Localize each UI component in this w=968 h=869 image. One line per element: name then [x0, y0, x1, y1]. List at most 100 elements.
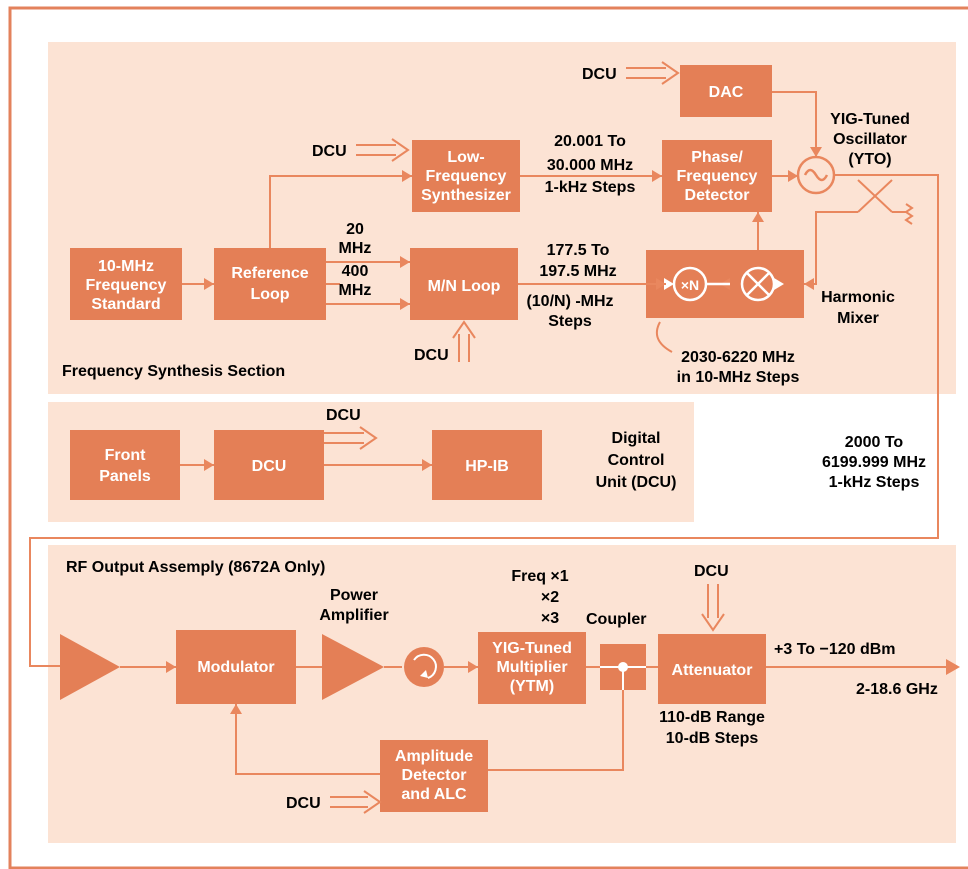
- dcu-arrow-dac: [626, 61, 680, 85]
- dcu-block-label: DCU: [252, 458, 287, 475]
- mn-out-line1: 177.5 To: [547, 242, 610, 259]
- lf-out-line3: 1-kHz Steps: [545, 179, 636, 196]
- yto-line3: (YTO): [848, 151, 891, 168]
- dcu-block: [214, 430, 324, 500]
- attenuator-label: Attenuator: [672, 662, 753, 679]
- ref-400-line1: 400: [342, 263, 369, 280]
- atten-range-line1: 110-dB Range: [659, 709, 765, 726]
- freq-standard-line2: Frequency: [86, 277, 167, 294]
- dac-label: DAC: [709, 84, 744, 101]
- dcu-label-lf: DCU: [312, 143, 347, 160]
- phase-det-line1: Phase/: [691, 149, 743, 166]
- ytm-line3: (YTM): [510, 678, 554, 695]
- power-amp-line1b: Amplifier: [319, 607, 388, 624]
- modulator-label: Modulator: [197, 659, 274, 676]
- freq-mult-line3: ×3: [541, 610, 559, 627]
- svg-text:Freq ×1×2×3: Freq ×1 ×2 ×3: [511, 568, 568, 627]
- ref-20-line1: 20: [346, 221, 364, 238]
- dcu-unit-line1: Digital: [612, 430, 661, 447]
- atten-range-line2: 10-dB Steps: [666, 730, 759, 747]
- phase-det-line3: Detector: [685, 187, 750, 204]
- lf-synthesizer-block: [412, 140, 520, 212]
- mn-steps-line2: Steps: [548, 313, 592, 330]
- dcu-unit-line2: Control: [608, 452, 665, 469]
- amplifier-icon: [60, 634, 120, 700]
- freq-mult-line1: Freq ×1: [511, 568, 568, 585]
- mn-steps-line1: (10/N) -MHz: [526, 293, 613, 310]
- ytm-block: [478, 632, 586, 704]
- dcu-arrow-out: [324, 426, 378, 450]
- mn-out-line2: 197.5 MHz: [539, 263, 616, 280]
- dcu-unit-line3: Unit (DCU): [596, 474, 677, 491]
- harmonic-mixer-line1: Harmonic: [821, 289, 895, 306]
- power-amp-line1: Power: [330, 587, 378, 604]
- dcu-label-alc: DCU: [286, 795, 321, 812]
- yto-out-line3: 1-kHz Steps: [829, 474, 920, 491]
- lf-synth-line3: Synthesizer: [421, 187, 511, 204]
- amp-det-line3: and ALC: [401, 786, 467, 803]
- yto-line2: Oscillator: [833, 131, 907, 148]
- dcu-label-out: DCU: [326, 407, 361, 424]
- freq-standard-block: [70, 248, 182, 320]
- dcu-arrow-alc: [330, 790, 382, 814]
- hpib-label: HP-IB: [465, 458, 509, 475]
- dcu-label-mn: DCU: [414, 347, 449, 364]
- freq-mult-line2: ×2: [541, 589, 559, 606]
- power-amplifier-icon: [322, 634, 384, 700]
- amp-det-line1: Amplitude: [395, 748, 473, 765]
- rf-output-title: RF Output Assemply (8672A Only): [66, 559, 325, 576]
- phase-det-line2: Frequency: [677, 168, 758, 185]
- ref-20-line2: MHz: [339, 240, 372, 257]
- synthesis-panel: [48, 42, 956, 394]
- ytm-line2: Multiplier: [496, 659, 567, 676]
- amp-det-line2: Detector: [402, 767, 467, 784]
- yto-out-line2: 6199.999 MHz: [822, 454, 926, 471]
- yto-out-line1: 2000 To: [845, 434, 904, 451]
- oscillator-icon: [796, 155, 836, 195]
- dac-block: [680, 65, 772, 117]
- lf-synth-line2: Frequency: [426, 168, 507, 185]
- reference-loop-block: [214, 248, 326, 320]
- harmonic-mixer-line2: Mixer: [837, 310, 879, 327]
- dcu-label-dac: DCU: [582, 66, 617, 83]
- synthesis-section-title: Frequency Synthesis Section: [62, 363, 285, 380]
- yto-line1: YIG-Tuned: [830, 111, 910, 128]
- reference-loop-line2: Loop: [250, 286, 289, 303]
- dcu-label-atten: DCU: [694, 563, 729, 580]
- freq-standard-line1: 10-MHz: [98, 258, 154, 275]
- harmonic-range-line1: 2030-6220 MHz: [681, 349, 795, 366]
- freq-standard-line3: Standard: [91, 296, 160, 313]
- lf-out-line2: 30.000 MHz: [547, 157, 633, 174]
- coupler-label: Coupler: [586, 611, 646, 628]
- dcu-arrow-atten: [701, 584, 725, 632]
- ref-400-line2: MHz: [339, 282, 372, 299]
- reference-loop-line1: Reference: [231, 265, 308, 282]
- mn-loop-block: [410, 248, 518, 320]
- output-power-label: +3 To −120 dBm: [774, 641, 896, 658]
- harmonic-range-line2: in 10-MHz Steps: [677, 369, 800, 386]
- amplitude-detector-block: [380, 740, 488, 812]
- lf-out-line1: 20.001 To: [554, 133, 626, 150]
- output-freq-label: 2-18.6 GHz: [856, 681, 938, 698]
- mn-loop-label: M/N Loop: [428, 278, 501, 295]
- lf-synth-line1: Low-: [447, 149, 484, 166]
- times-n-label: ×N: [681, 277, 699, 293]
- phase-detector-block: [662, 140, 772, 212]
